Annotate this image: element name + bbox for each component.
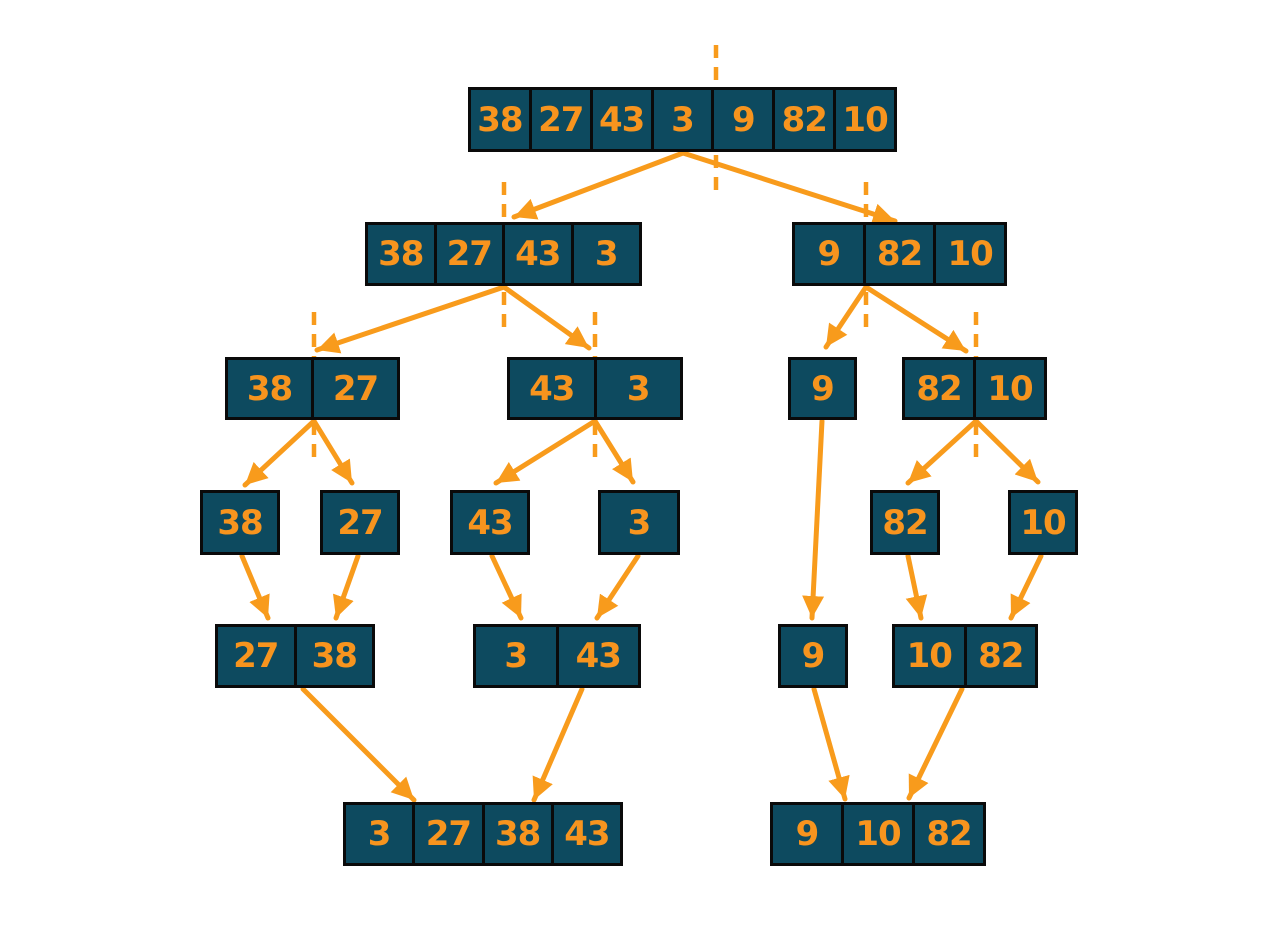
array-cell: 82 bbox=[775, 90, 837, 149]
merge-sort-arrow bbox=[823, 284, 869, 350]
array-cell: 43 bbox=[467, 502, 513, 543]
array-node: 3 bbox=[598, 490, 680, 555]
merge-sort-arrow bbox=[973, 418, 1041, 485]
merge-sort-arrow bbox=[511, 150, 686, 220]
array-cell: 38 bbox=[368, 225, 437, 283]
array-cell: 10 bbox=[844, 805, 915, 863]
array-cell: 82 bbox=[866, 225, 937, 283]
merge-sort-arrow bbox=[311, 418, 355, 486]
array-cell: 82 bbox=[926, 814, 972, 854]
merge-sort-arrow bbox=[811, 686, 850, 802]
array-cell: 10 bbox=[987, 368, 1033, 409]
array-cell: 9 bbox=[795, 225, 866, 283]
array-cell: 3 bbox=[626, 368, 651, 409]
array-node: 38 27 bbox=[225, 357, 400, 420]
array-cell: 43 bbox=[593, 90, 654, 149]
array-cell: 27 bbox=[415, 805, 485, 863]
array-node: 82 10 bbox=[902, 357, 1047, 420]
array-node: 43 bbox=[450, 490, 530, 555]
array-node: 27 38 bbox=[215, 624, 375, 688]
array-cell: 27 bbox=[437, 225, 505, 283]
array-cell: 3 bbox=[627, 502, 652, 543]
array-cell: 3 bbox=[654, 90, 715, 149]
merge-sort-arrow bbox=[906, 686, 965, 801]
merge-sort-arrow bbox=[905, 418, 979, 486]
merge-sort-arrow bbox=[239, 553, 271, 621]
array-cell: 27 bbox=[218, 627, 297, 685]
array-cell: 9 bbox=[801, 636, 826, 676]
array-cell: 3 bbox=[476, 627, 559, 685]
merge-sort-arrow bbox=[314, 284, 507, 354]
array-node: 9 bbox=[788, 357, 857, 420]
merge-sort-arrow bbox=[1008, 553, 1044, 621]
merge-sort-arrow bbox=[531, 686, 585, 803]
array-cell: 10 bbox=[947, 234, 994, 274]
merge-sort-arrow bbox=[680, 150, 898, 225]
array-cell: 27 bbox=[337, 502, 383, 543]
array-cell: 43 bbox=[564, 814, 610, 854]
array-cell: 3 bbox=[594, 234, 619, 274]
array-node: 38 bbox=[200, 490, 280, 555]
array-cell: 43 bbox=[510, 360, 597, 417]
array-cell: 82 bbox=[978, 636, 1024, 676]
array-node: 3 43 bbox=[473, 624, 641, 688]
merge-sort-arrow bbox=[501, 284, 592, 351]
merge-sort-arrow bbox=[300, 686, 417, 803]
array-cell: 43 bbox=[505, 225, 574, 283]
merge-sort-arrow bbox=[489, 553, 524, 621]
array-cell: 9 bbox=[773, 805, 844, 863]
array-cell: 9 bbox=[811, 368, 835, 409]
merge-sort-arrow bbox=[594, 553, 641, 621]
array-node: 27 bbox=[320, 490, 400, 555]
array-node: 82 bbox=[870, 490, 940, 555]
array-node: 10 bbox=[1008, 490, 1078, 555]
array-cell: 38 bbox=[217, 502, 263, 543]
array-cell: 27 bbox=[332, 368, 379, 409]
array-node: 10 82 bbox=[892, 624, 1038, 688]
array-cell: 38 bbox=[228, 360, 314, 417]
merge-sort-arrow bbox=[592, 418, 636, 485]
array-cell: 27 bbox=[532, 90, 593, 149]
array-node: 43 3 bbox=[507, 357, 683, 420]
merge-sort-arrow bbox=[905, 553, 928, 621]
array-cell: 10 bbox=[895, 627, 967, 685]
array-cell: 10 bbox=[842, 99, 888, 140]
array-cell: 38 bbox=[471, 90, 532, 149]
merge-sort-arrow bbox=[332, 553, 361, 621]
array-cell: 43 bbox=[575, 636, 622, 676]
array-cell: 10 bbox=[1020, 502, 1066, 543]
merge-sort-arrow bbox=[802, 418, 825, 621]
merge-sort-arrow bbox=[242, 418, 317, 488]
arrows-group bbox=[239, 150, 1044, 803]
merge-sort-arrow bbox=[493, 418, 598, 486]
array-cell: 9 bbox=[714, 90, 776, 149]
array-node: 9 bbox=[778, 624, 848, 688]
array-cell: 38 bbox=[485, 805, 554, 863]
merge-sort-arrow bbox=[863, 284, 969, 354]
array-cell: 3 bbox=[346, 805, 416, 863]
array-cell: 38 bbox=[311, 636, 358, 676]
array-cell: 82 bbox=[882, 502, 928, 543]
array-cell: 82 bbox=[905, 360, 976, 417]
